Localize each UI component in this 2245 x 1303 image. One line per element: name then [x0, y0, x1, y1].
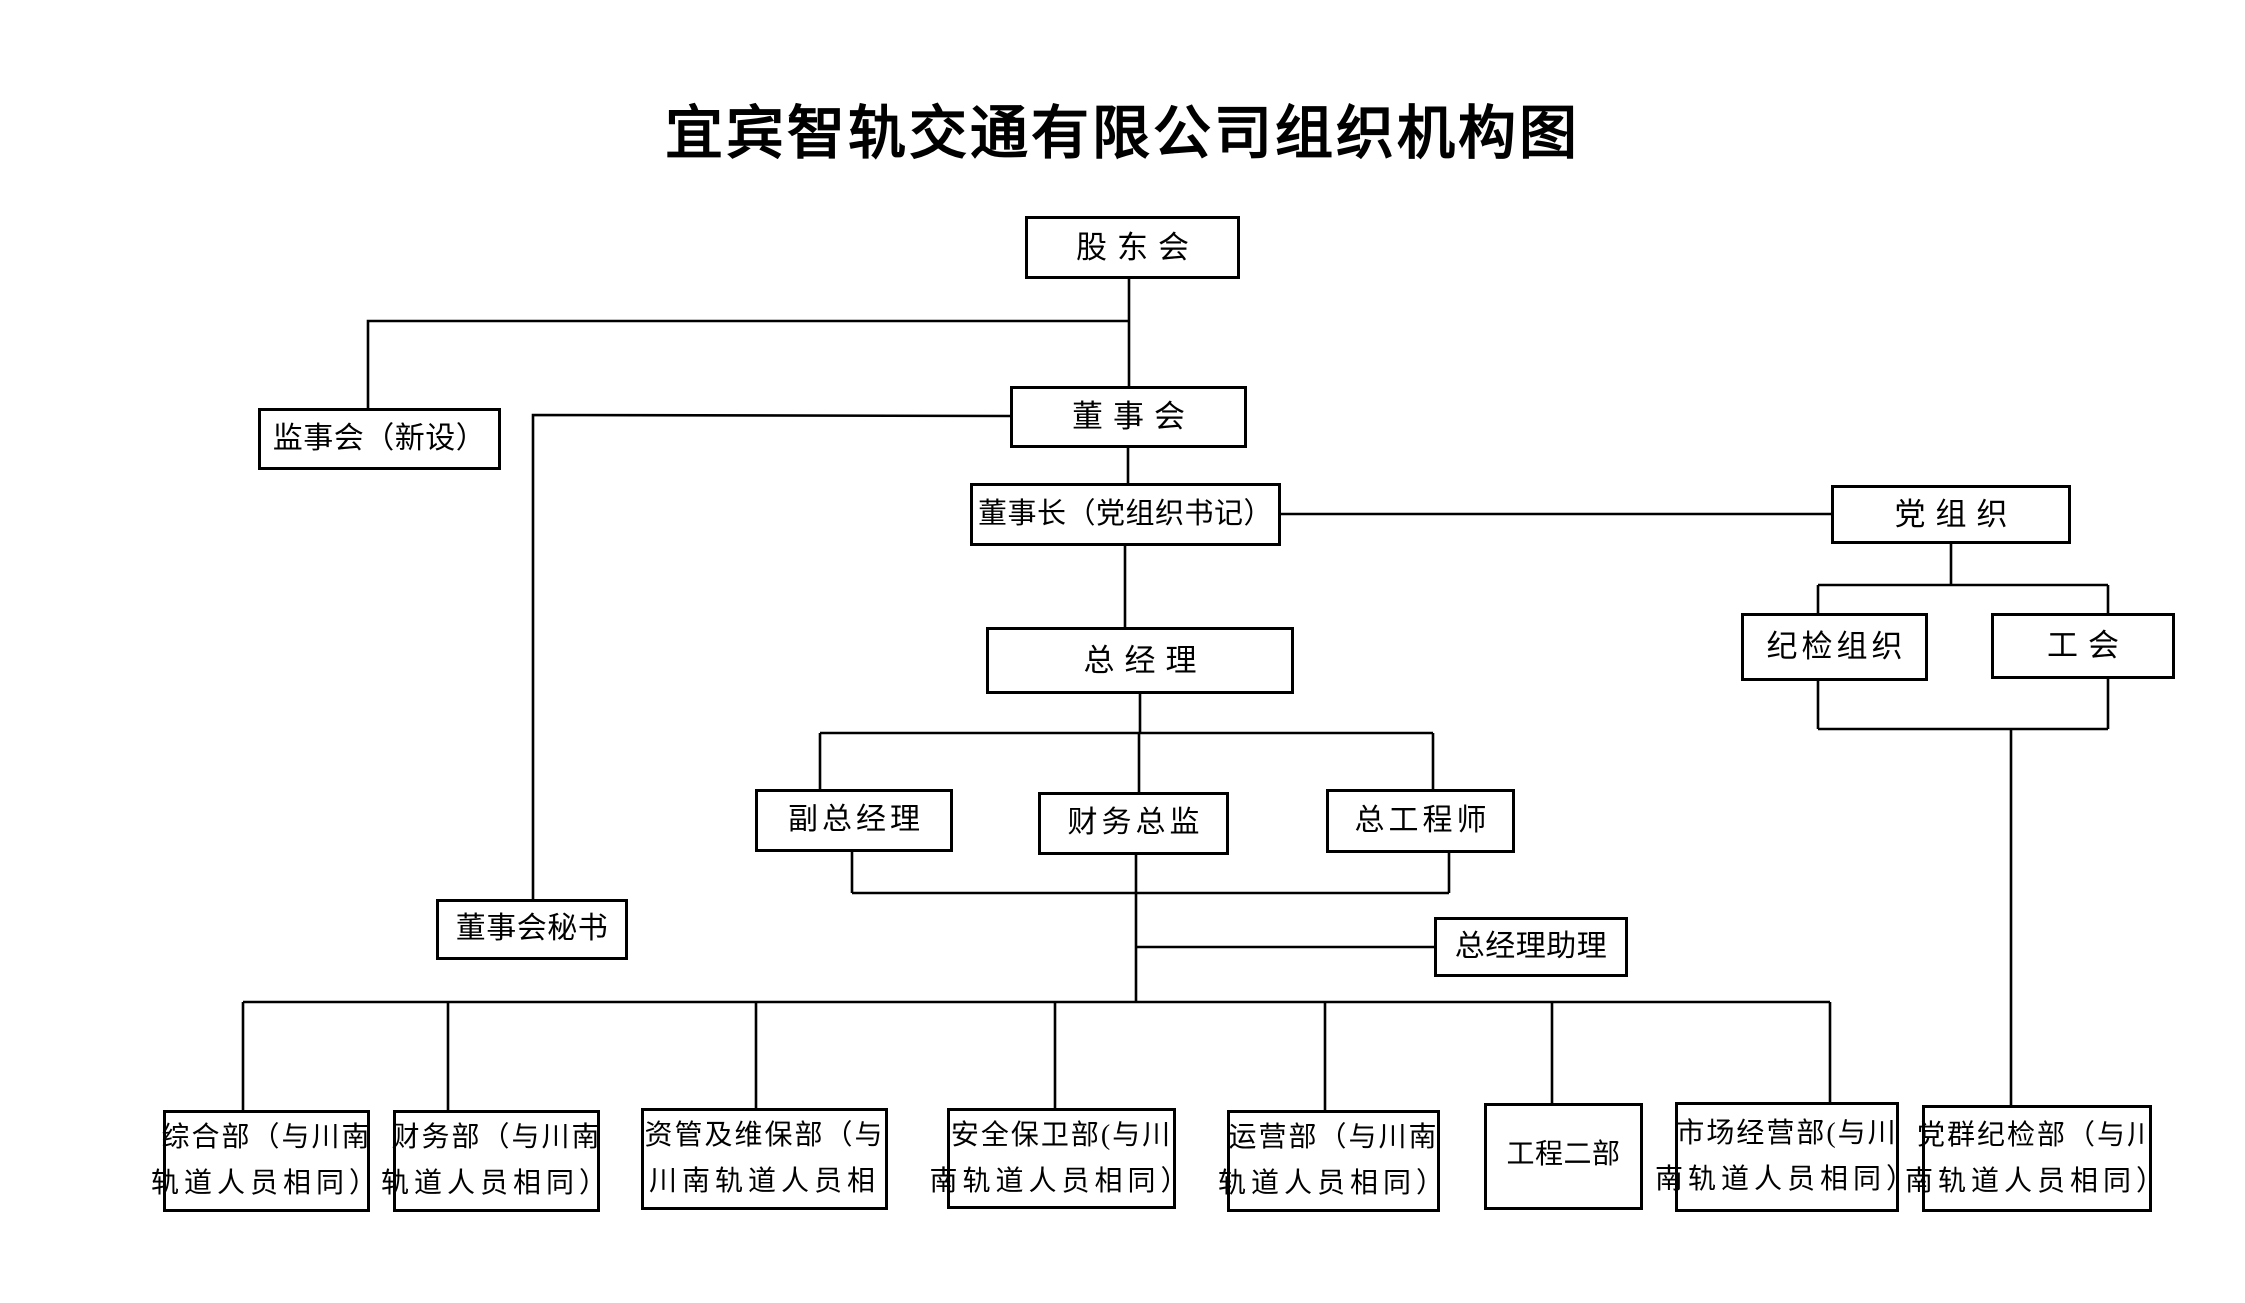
dept-label-line2: 南轨道人员相同）: [929, 1165, 1194, 1197]
page-title: 宜宾智轨交通有限公司组织机构图: [664, 101, 1580, 166]
node-shareholders-meeting: 股东会: [1025, 216, 1240, 279]
node-dept-asset-maintenance: 资管及维保部（与 川南轨道人员相: [641, 1108, 888, 1210]
node-deputy-general-manager: 副总经理: [755, 789, 953, 852]
node-chairman: 董事长（党组织书记）: [970, 483, 1281, 546]
connector-supervisory-branch: [366, 319, 1129, 408]
dept-label-line1: 运营部（与川南: [1228, 1122, 1439, 1153]
dept-label-line1: 党群纪检部（与川: [1917, 1119, 2158, 1151]
dept-label-line2: 川南轨道人员相: [648, 1166, 880, 1197]
node-labor-union: 工会: [1991, 613, 2175, 679]
node-dept-marketing: 市场经营部(与川 南轨道人员相同）: [1655, 1102, 1914, 1212]
node-board-of-directors: 董事会: [1010, 386, 1247, 448]
node-cfo: 财务总监: [1038, 792, 1229, 855]
node-dept-party-discipline: 党群纪检部（与川 南轨道人员相同）: [1905, 1105, 2164, 1212]
dept-label-line2: 轨道人员相同）: [381, 1168, 613, 1199]
node-general-manager: 总经理: [986, 627, 1294, 694]
dept-label-line2: 南轨道人员相同）: [1655, 1164, 1920, 1195]
node-dept-security: 安全保卫部(与川 南轨道人员相同）: [930, 1108, 1189, 1209]
dept-label-line1: 资管及维保部（与: [644, 1120, 885, 1151]
node-gm-assistant: 总经理助理: [1434, 917, 1628, 977]
node-dept-general-affairs: 综合部（与川南 轨道人员相同）: [151, 1110, 377, 1212]
dept-label-line1: 财务部（与川南: [391, 1122, 602, 1153]
connector-dept-distributor: [241, 1000, 1832, 1110]
connector-mgmt-collector: [850, 852, 1451, 1002]
dept-label-line2: 轨道人员相同）: [151, 1168, 383, 1199]
connector-gm-distributor: [818, 694, 1435, 792]
node-chief-engineer: 总工程师: [1326, 789, 1515, 853]
dept-label-line1: 综合部（与川南: [161, 1122, 372, 1153]
dept-label-line2: 南轨道人员相同）: [1905, 1165, 2170, 1197]
node-supervisory-board: 监事会（新设）: [258, 408, 501, 470]
node-discipline-inspection-org: 纪检组织: [1741, 613, 1928, 681]
dept-label-line2: 轨道人员相同）: [1218, 1168, 1450, 1199]
node-dept-operations: 运营部（与川南 轨道人员相同）: [1218, 1110, 1444, 1212]
node-board-secretary: 董事会秘书: [436, 899, 628, 960]
node-dept-finance: 财务部（与川南 轨道人员相同）: [381, 1110, 607, 1212]
connector-party-collector: [1816, 679, 2110, 1105]
dept-label-line1: 市场经营部(与川: [1676, 1118, 1898, 1149]
node-dept-engineering-2: 工程二部: [1484, 1103, 1643, 1210]
connector-party-children: [1816, 543, 2110, 613]
node-party-organization: 党组织: [1831, 485, 2071, 544]
connector-board-secretary: [531, 413, 1011, 899]
dept-label-line1: 安全保卫部(与川: [950, 1119, 1173, 1151]
